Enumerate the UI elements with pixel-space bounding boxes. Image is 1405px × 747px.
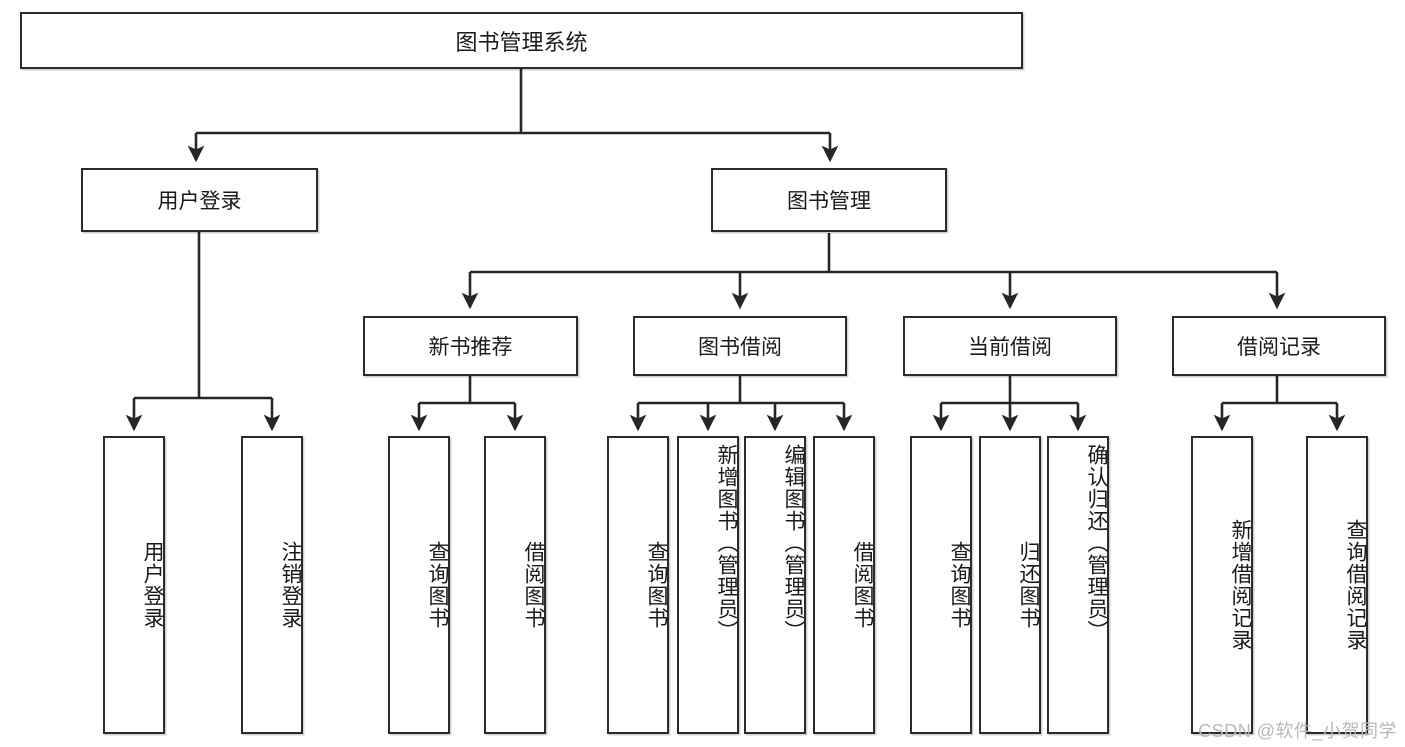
leaf-confirm-return[interactable]: 确认归还（管理员）	[1047, 436, 1109, 734]
node-borrow-record-label: 借阅记录	[1237, 336, 1321, 359]
node-root-label: 图书管理系统	[455, 29, 588, 55]
leaf-add-book-label: 新增图书（管理员）	[715, 444, 738, 642]
leaf-query-book-borrow[interactable]: 查询图书	[607, 436, 669, 734]
node-book-manage-label: 图书管理	[787, 190, 871, 213]
leaf-user-login[interactable]: 用户登录	[103, 436, 165, 734]
node-book-manage[interactable]: 图书管理	[711, 168, 947, 232]
node-current-borrow[interactable]: 当前借阅	[903, 316, 1117, 376]
leaf-query-borrow-record-label: 查询借阅记录	[1344, 519, 1367, 651]
leaf-return-book[interactable]: 归还图书	[979, 436, 1041, 734]
watermark-text: CSDN @软件_小贺同学	[1198, 721, 1397, 741]
node-book-borrow-label: 图书借阅	[698, 336, 782, 359]
leaf-query-book-rec-label: 查询图书	[426, 541, 449, 629]
leaf-edit-book-label: 编辑图书（管理员）	[782, 444, 805, 642]
leaf-query-borrow-record[interactable]: 查询借阅记录	[1306, 436, 1368, 734]
leaf-query-book-rec[interactable]: 查询图书	[388, 436, 450, 734]
leaf-borrow-book-rec-label: 借阅图书	[522, 541, 545, 629]
leaf-add-book[interactable]: 新增图书（管理员）	[677, 436, 739, 734]
leaf-borrow-book-borrow[interactable]: 借阅图书	[813, 436, 875, 734]
node-new-book-rec-label: 新书推荐	[428, 336, 513, 359]
leaf-return-book-label: 归还图书	[1017, 541, 1040, 629]
leaf-query-book-current[interactable]: 查询图书	[910, 436, 972, 734]
node-current-borrow-label: 当前借阅	[968, 336, 1052, 359]
node-borrow-record[interactable]: 借阅记录	[1172, 316, 1386, 376]
leaf-borrow-book-rec[interactable]: 借阅图书	[484, 436, 546, 734]
leaf-confirm-return-label: 确认归还（管理员）	[1085, 444, 1108, 642]
leaf-logout-login[interactable]: 注销登录	[241, 436, 303, 734]
leaf-query-book-borrow-label: 查询图书	[645, 541, 668, 629]
leaf-query-book-current-label: 查询图书	[948, 541, 971, 629]
node-user-login-label: 用户登录	[157, 190, 242, 213]
leaf-borrow-book-borrow-label: 借阅图书	[851, 541, 874, 629]
node-book-borrow[interactable]: 图书借阅	[633, 316, 847, 376]
leaf-user-login-label: 用户登录	[141, 541, 164, 629]
leaf-add-borrow-record-label: 新增借阅记录	[1229, 519, 1252, 651]
node-root[interactable]: 图书管理系统	[20, 12, 1023, 69]
leaf-logout-login-label: 注销登录	[279, 541, 302, 629]
leaf-add-borrow-record[interactable]: 新增借阅记录	[1191, 436, 1253, 734]
node-user-login[interactable]: 用户登录	[81, 168, 318, 232]
node-new-book-rec[interactable]: 新书推荐	[363, 316, 578, 376]
leaf-edit-book[interactable]: 编辑图书（管理员）	[744, 436, 806, 734]
